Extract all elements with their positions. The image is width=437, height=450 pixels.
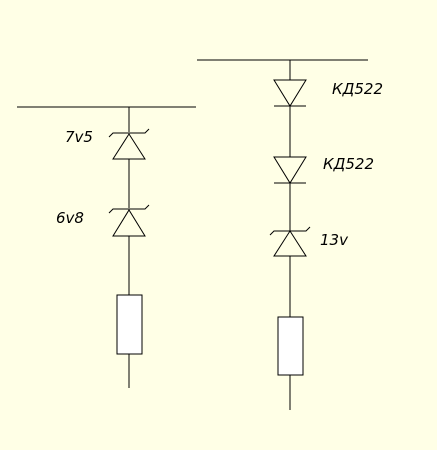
diode-middle-triangle: [273, 156, 307, 184]
diode-top-label: КД522: [332, 80, 383, 98]
left-resistor: [116, 294, 143, 355]
left-branch: 7v5 6v8: [17, 106, 196, 388]
zener-13v-cathode-bar: [269, 226, 311, 236]
zener-13v-triangle: [273, 230, 307, 257]
zener-6v8-cathode-bar: [108, 204, 150, 214]
right-resistor: [277, 316, 304, 376]
zener-6v8-label: 6v8: [56, 209, 84, 227]
zener-7v5-label: 7v5: [65, 128, 93, 146]
zener-7v5-cathode-bar: [108, 128, 150, 138]
zener-diode-13v: [269, 226, 311, 257]
zener-diode-6v8: [108, 204, 150, 237]
zener-6v8-triangle: [112, 209, 146, 237]
diode-kd522-middle: [273, 156, 307, 184]
diode-top-triangle: [273, 79, 307, 107]
diode-kd522-top: [273, 79, 307, 107]
zener-diode-7v5: [108, 128, 150, 160]
diode-middle-label: КД522: [323, 155, 374, 173]
right-branch: КД522 КД522 13v: [197, 59, 383, 410]
zener-13v-label: 13v: [320, 231, 349, 249]
zener-7v5-triangle: [112, 133, 146, 160]
